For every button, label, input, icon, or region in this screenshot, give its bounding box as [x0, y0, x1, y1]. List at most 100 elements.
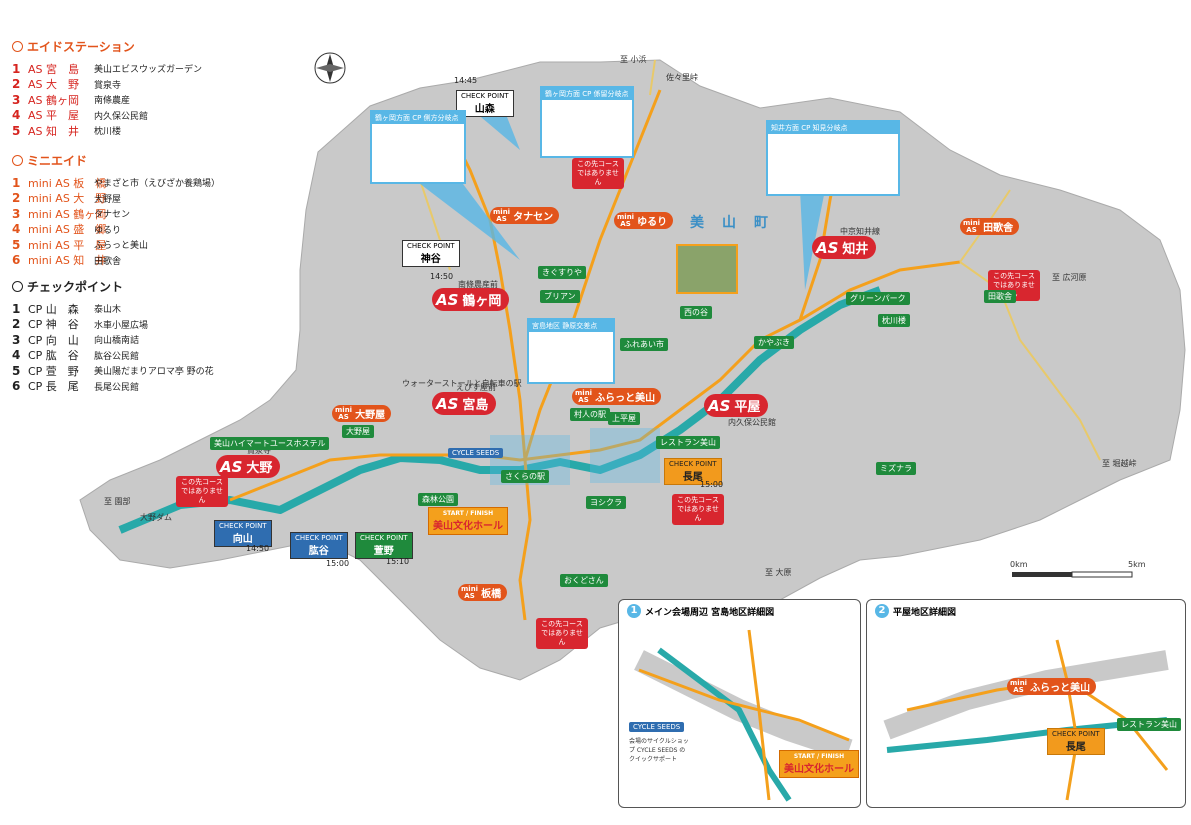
checkpoint-time-mukaiyama: 14:50 [246, 544, 270, 553]
callout-miyajima-junction: 宮島地区 静原交差点 [527, 318, 615, 384]
legend-row-number: 6 [12, 253, 21, 268]
label-sasari: 佐々里峠 [666, 73, 698, 82]
legend-row-number: 5 [12, 237, 21, 252]
legend-row-abbr: CP 肱 谷 [28, 349, 79, 363]
label-kohama: 至 小浜 [620, 55, 647, 64]
legend-row-abbr: mini AS 板 橋 [28, 176, 107, 190]
legend-row-number: 6 [12, 379, 21, 394]
label-cycle-station: ウォーターストールと自転車の駅 [402, 379, 522, 388]
legend-row-abbr: CP 神 谷 [28, 318, 79, 332]
tag-kayabuki: かやぶき [754, 336, 794, 349]
label-horikoshi: 至 堀越峠 [1102, 459, 1137, 468]
legend-row-number: 1 [12, 61, 21, 76]
aid-sub-miyajima: えびす屋前 [456, 383, 496, 392]
legend-row-number: 4 [12, 108, 21, 123]
scale-left: 0km [1010, 560, 1028, 569]
legend-row-desc: 内久保公民館 [94, 111, 149, 122]
checkpoint-time-kandani: 14:50 [430, 272, 454, 281]
tag-sakuranoeki: さくらの駅 [501, 470, 549, 483]
legend-row-desc: 枕川楼 [94, 127, 122, 138]
legend-row-abbr: mini AS 知 井 [28, 254, 107, 268]
callout-chii-branch: 知井方面 CP 知見分岐点 [766, 120, 900, 196]
town-name: 美山町 [690, 215, 786, 231]
legend-cp-title: チェックポイント [12, 278, 292, 295]
legend-row-number: 2 [12, 191, 21, 206]
callout-pointer [415, 180, 520, 260]
label-ohara: 至 大原 [765, 568, 792, 577]
label-ono-dam: 大野ダム [140, 513, 172, 522]
tag-murabito: 村人の駅 [570, 408, 610, 421]
label-hirokawara: 至 広河原 [1052, 273, 1087, 282]
legend-row-abbr: CP 萱 野 [28, 364, 79, 378]
legend-row-desc: 美山エビスウッズガーデン [94, 65, 203, 76]
legend-row-number: 5 [12, 123, 21, 138]
callout-pointer [800, 190, 825, 290]
checkpoint-time-hijitani: 15:00 [326, 559, 350, 568]
callout-tsurugaoka-mooring: 鶴ヶ岡方面 CP 係留分岐点 [540, 86, 634, 158]
warning-no-course: この先コースではありません [176, 476, 228, 507]
tag-nishinotani: 西の谷 [680, 306, 712, 319]
tag-burian: ブリアン [540, 290, 580, 303]
warning-no-course: この先コースではありません [536, 618, 588, 649]
legend-row-number: 2 [12, 317, 21, 332]
legend-aid-title: エイドステーション [12, 38, 292, 55]
legend-row-abbr: AS 宮 島 [28, 62, 80, 76]
legend-row-abbr: AS 大 野 [28, 78, 80, 92]
legend-row-desc: 南條農産 [94, 96, 131, 107]
legend-row-number: 1 [12, 301, 21, 316]
inset2-restaurant: レストラン美山 [1117, 718, 1181, 731]
photo-thumbnail [676, 244, 738, 294]
tag-yoshikura: ヨシクラ [586, 496, 626, 509]
callout-pointer [475, 112, 520, 150]
scale-right: 5km [1128, 560, 1146, 569]
legend-row-number: 3 [12, 92, 21, 107]
aid-sub-hiraya: 内久保公民館 [728, 418, 776, 427]
legend-row-abbr: CP 向 山 [28, 333, 79, 347]
label-sonobe: 至 園部 [104, 497, 131, 506]
callout-tsurugaoka-branch: 鶴ヶ岡方面 CP 側方分岐点 [370, 110, 466, 184]
checkpoint-time-kayano: 15:10 [386, 557, 410, 566]
tag-restaurant: レストラン美山 [656, 436, 720, 449]
warning-no-course: この先コースではありません [572, 158, 624, 189]
legend-row-desc: 大野屋 [94, 194, 122, 205]
legend-row-number: 4 [12, 222, 21, 237]
warning-no-course: この先コースではありません [672, 494, 724, 525]
legend-row-desc: ゆるり [94, 225, 122, 236]
legend-row-desc: タナセン [94, 210, 131, 221]
tag-youth-hostel: 美山ハイマートユースホステル [210, 437, 330, 450]
checkpoint-time-yamamori: 14:45 [454, 76, 478, 85]
